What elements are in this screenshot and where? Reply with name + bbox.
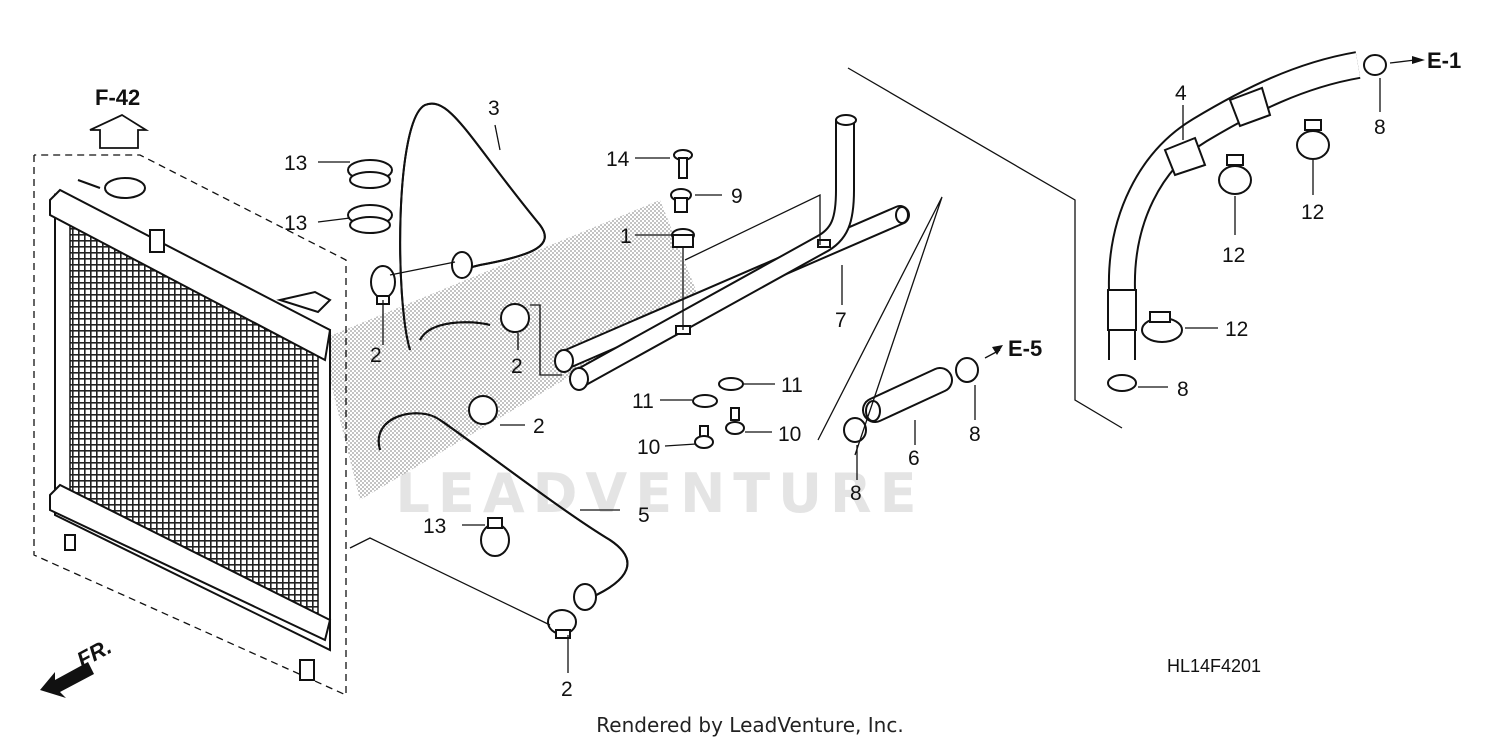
callout-11: 11 <box>632 390 654 413</box>
callout-8: 8 <box>850 482 862 505</box>
callout-12: 12 <box>1225 318 1248 341</box>
callout-5: 5 <box>638 504 650 527</box>
clamp-12c <box>1141 311 1183 343</box>
radiator <box>49 177 332 681</box>
clamp-8a <box>1363 54 1387 76</box>
callout-13: 13 <box>284 152 307 175</box>
credit-text: Rendered by LeadVenture, Inc. <box>596 713 904 737</box>
clamp-13a <box>347 159 393 189</box>
grommet-1 <box>671 228 695 248</box>
bolt-10a <box>694 425 714 449</box>
callout-2: 2 <box>533 415 545 438</box>
callout-2: 2 <box>370 344 382 367</box>
callout-3: 3 <box>488 97 500 120</box>
callout-13: 13 <box>423 515 446 538</box>
clamp-2b <box>500 303 530 333</box>
callout-13: 13 <box>284 212 307 235</box>
callout-2: 2 <box>511 355 523 378</box>
bolt-14 <box>673 149 693 179</box>
callout-8: 8 <box>969 423 981 446</box>
water-pipes <box>554 114 910 391</box>
arrow-right-icon <box>1412 56 1425 64</box>
ref-f42[interactable]: F-42 <box>89 85 150 149</box>
callout-6: 6 <box>908 447 920 470</box>
clamp-2c <box>468 395 498 425</box>
arrow-right-icon <box>992 345 1003 355</box>
front-label: FR. <box>73 634 116 673</box>
ref-e5-label: E-5 <box>1008 336 1042 361</box>
clamp-8d <box>843 417 867 443</box>
clamp-2a <box>370 265 396 305</box>
washer-11b <box>718 377 744 391</box>
callout-2: 2 <box>561 678 573 701</box>
callouts: 13 13 2 3 2 2 13 5 2 14 9 1 7 11 11 10 1… <box>284 82 1386 701</box>
callout-10: 10 <box>637 436 660 459</box>
clamp-13b <box>347 204 393 234</box>
ref-f42-label: F-42 <box>95 85 140 110</box>
diagram-code: HL14F4201 <box>1167 656 1261 676</box>
clamp-12a <box>1296 119 1330 160</box>
clamp-12b <box>1218 154 1252 195</box>
front-arrow-icon <box>40 662 94 698</box>
callout-4: 4 <box>1175 82 1187 105</box>
callout-7: 7 <box>835 309 847 332</box>
callout-10: 10 <box>778 423 801 446</box>
shading-band <box>320 200 700 500</box>
clamp-2d <box>547 609 577 639</box>
callout-14: 14 <box>606 148 630 171</box>
callout-12: 12 <box>1222 244 1245 267</box>
callout-1: 1 <box>620 225 632 248</box>
watermark: LEADVENTURE <box>396 462 925 525</box>
callout-11: 11 <box>781 374 803 397</box>
callout-8: 8 <box>1374 116 1386 139</box>
clamp-8c <box>955 357 979 383</box>
ref-e5[interactable]: E-5 <box>992 336 1042 361</box>
clamp-8b <box>1107 374 1137 392</box>
ref-front: FR. <box>40 634 116 698</box>
ref-e1-label: E-1 <box>1427 48 1461 73</box>
washer-11a <box>692 394 718 408</box>
up-arrow-icon <box>89 113 150 149</box>
leader-lines <box>317 59 1416 673</box>
callout-12: 12 <box>1301 201 1324 224</box>
collar-9 <box>670 188 692 213</box>
clamp-13c <box>480 517 510 557</box>
callout-8: 8 <box>1177 378 1189 401</box>
bolt-10b <box>725 407 745 435</box>
callout-9: 9 <box>731 185 743 208</box>
ref-e1[interactable]: E-1 <box>1412 48 1461 73</box>
